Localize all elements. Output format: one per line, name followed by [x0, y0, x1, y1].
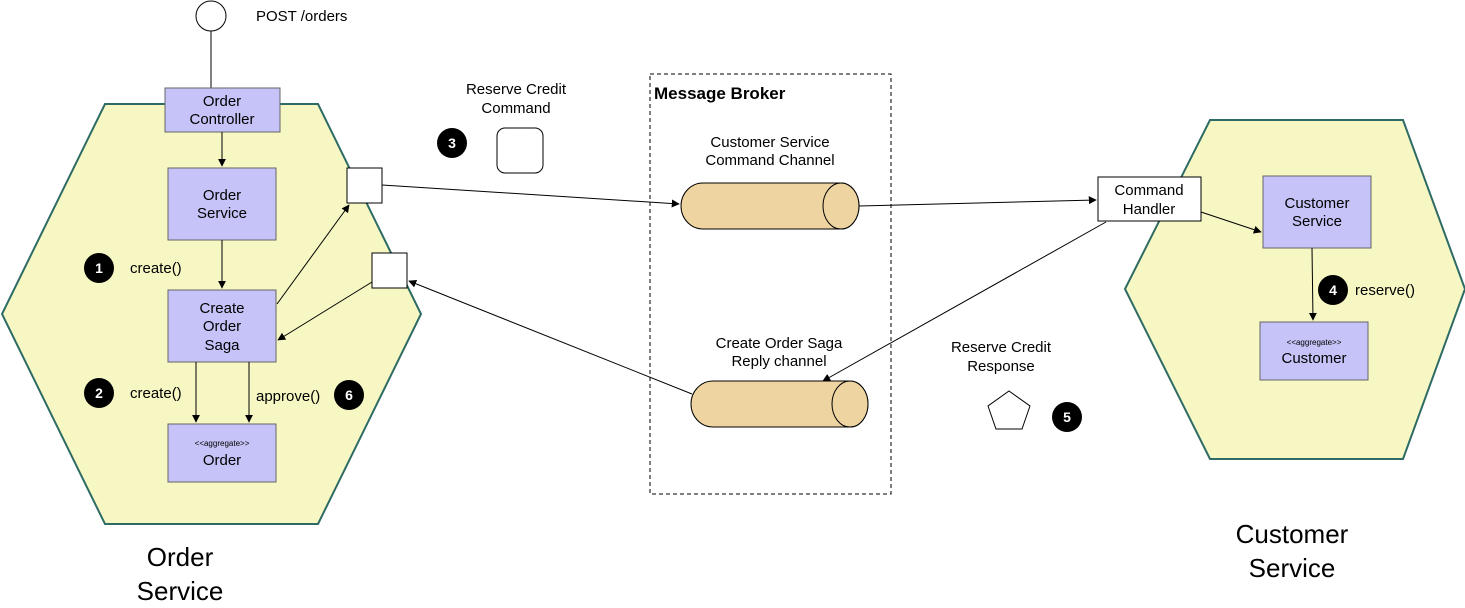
customer-aggregate-name: Customer — [1281, 350, 1346, 367]
order-service-box-label-1: Order — [203, 187, 241, 204]
customer-service-title-1: Customer — [1236, 519, 1349, 549]
command-channel-label-2: Command Channel — [705, 152, 834, 169]
step-6-number: 6 — [345, 387, 353, 403]
customer-service-box[interactable] — [1262, 175, 1372, 249]
order-aggregate-box[interactable] — [167, 423, 277, 483]
create-order-saga-box[interactable] — [167, 289, 277, 363]
outbound-port — [346, 167, 383, 204]
customer-aggregate-stereotype: <<aggregate>> — [1287, 338, 1342, 347]
step-1-number: 1 — [95, 260, 103, 276]
step-4-label: reserve() — [1355, 282, 1415, 299]
reply-channel — [690, 380, 869, 428]
step-4-badge — [1318, 275, 1348, 305]
command-label-1: Reserve Credit — [466, 81, 567, 98]
step-3-badge — [437, 128, 467, 158]
order-controller-label-2: Controller — [189, 111, 254, 128]
order-service-box[interactable] — [167, 167, 277, 241]
step-2-label: create() — [130, 385, 182, 402]
step-6-badge — [334, 380, 364, 410]
endpoint-circle — [195, 0, 227, 32]
order-aggregate-stereotype: <<aggregate>> — [195, 439, 250, 448]
step-2-number: 2 — [95, 385, 103, 401]
arrow-saga-to-outbound-port — [276, 204, 350, 305]
reply-channel-label-1: Create Order Saga — [716, 335, 843, 352]
step-2-badge — [84, 378, 114, 408]
saga-label-3: Saga — [204, 337, 240, 354]
command-handler-box[interactable] — [1097, 176, 1202, 222]
response-message-icon — [987, 390, 1031, 430]
command-message-icon — [496, 127, 544, 174]
arrow-reply-channel-to-inbound-port — [408, 279, 693, 395]
arrow-inbound-port-to-saga — [277, 281, 373, 341]
saga-label-1: Create — [199, 300, 244, 317]
message-broker-title: Message Broker — [654, 84, 786, 103]
arrow-command-channel-to-handler — [858, 196, 1097, 207]
customer-service-box-label-1: Customer — [1284, 195, 1349, 212]
command-handler-label-1: Command — [1114, 182, 1183, 199]
step-4-number: 4 — [1329, 282, 1337, 298]
saga-label-2: Order — [203, 318, 241, 335]
step-1-badge — [84, 253, 114, 283]
step-6-label: approve() — [256, 388, 320, 405]
arrow-customer-service-to-customer — [1308, 247, 1317, 321]
endpoint-label: POST /orders — [256, 8, 347, 25]
step-3-number: 3 — [448, 135, 456, 151]
command-channel-label-1: Customer Service — [710, 134, 829, 151]
step-5-badge — [1052, 402, 1082, 432]
order-controller-box[interactable] — [164, 87, 281, 133]
arrow-handler-to-customer-service — [1200, 211, 1262, 234]
order-aggregate-name: Order — [203, 452, 241, 469]
command-handler-label-2: Handler — [1123, 201, 1176, 218]
step-5-number: 5 — [1063, 409, 1071, 425]
customer-service-box-label-2: Service — [1292, 213, 1342, 230]
response-label-1: Reserve Credit — [951, 339, 1052, 356]
response-label-2: Response — [967, 358, 1035, 375]
order-service-title-1: Order — [147, 542, 214, 572]
order-service-box-label-2: Service — [197, 205, 247, 222]
order-service-title-2: Service — [137, 576, 224, 606]
arrow-outbound-port-to-command-channel — [381, 184, 680, 208]
step-1-label: create() — [130, 260, 182, 277]
command-label-2: Command — [481, 100, 550, 117]
inbound-port — [371, 252, 408, 289]
message-broker-boundary — [649, 73, 892, 495]
customer-service-title-2: Service — [1249, 553, 1336, 583]
customer-aggregate-box[interactable] — [1259, 321, 1369, 381]
reply-channel-label-2: Reply channel — [731, 353, 826, 370]
customer-service-hexagon — [1123, 119, 1465, 460]
arrow-handler-to-reply-channel — [822, 221, 1107, 382]
order-controller-label-1: Order — [203, 93, 241, 110]
command-channel — [680, 182, 860, 230]
